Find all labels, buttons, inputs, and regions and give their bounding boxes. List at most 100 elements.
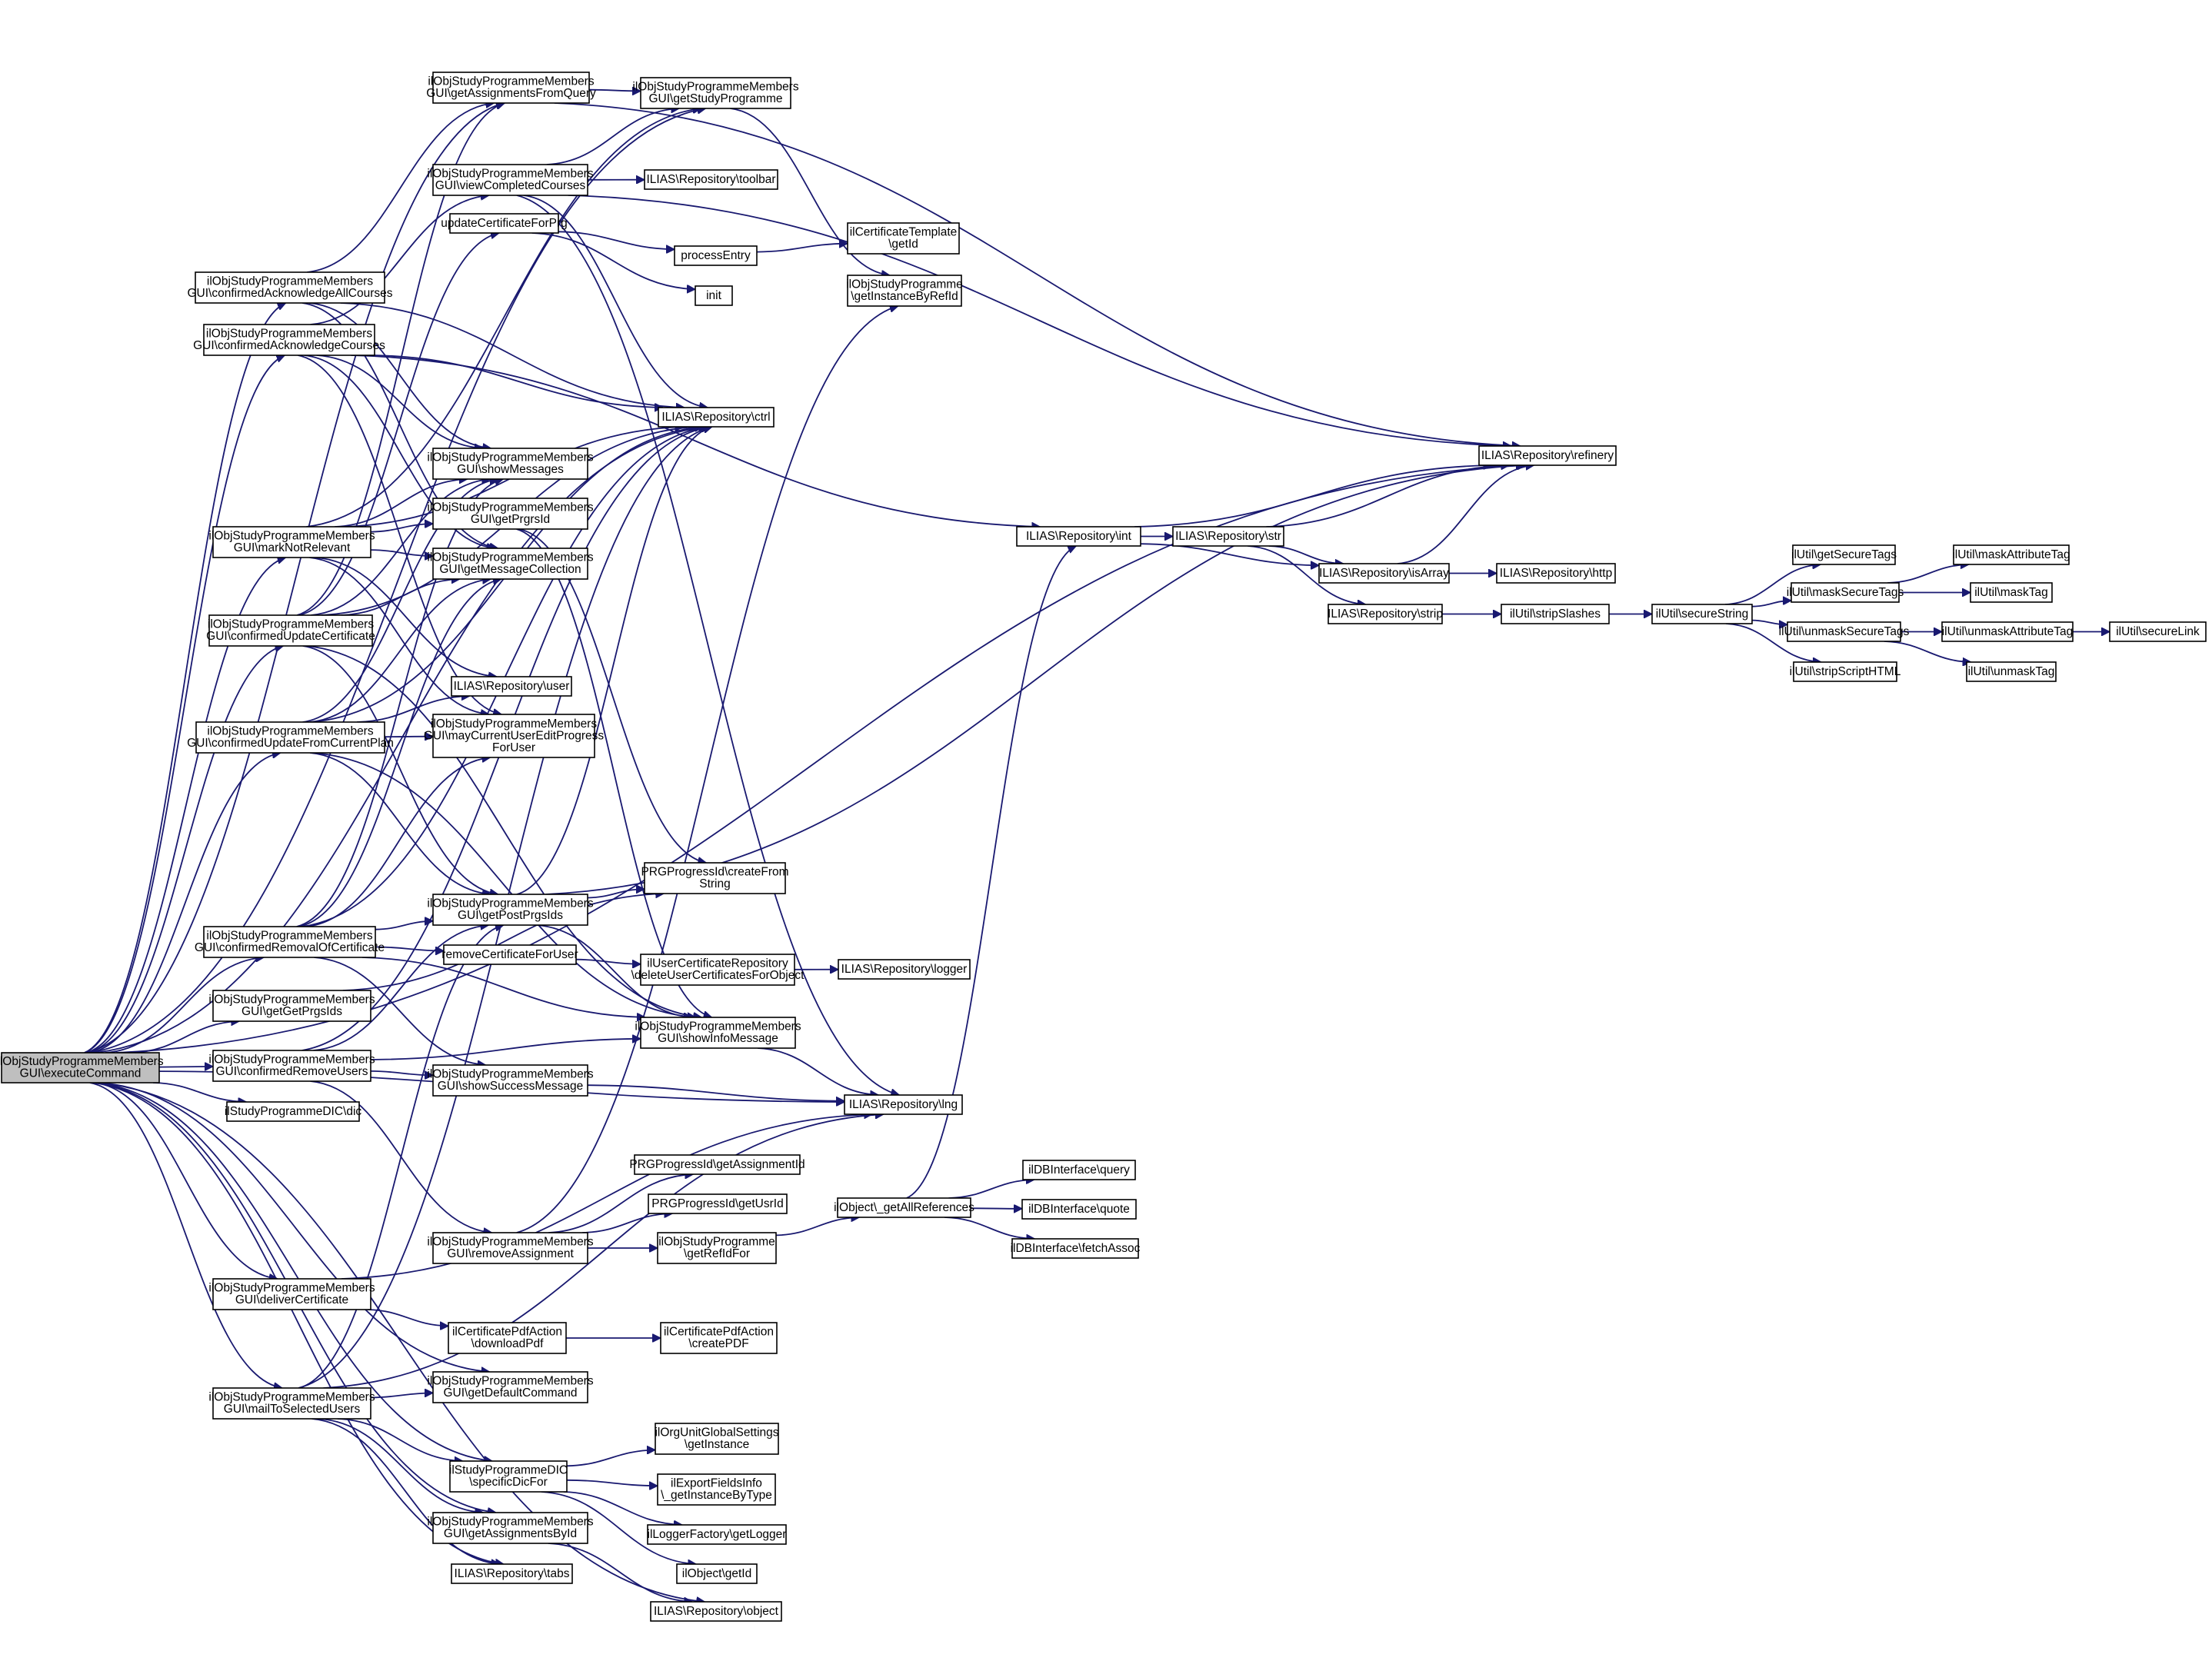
edge-removeAssignment-to-getInstanceByRefId (516, 306, 898, 1233)
node-label: ilUtil\stripSlashes (1510, 607, 1601, 621)
node-label: GUI\markNotRelevant (234, 541, 351, 554)
node-unmaskTag[interactable]: ilUtil\unmaskTag (1966, 661, 2057, 682)
node-label: ilObject\_getAllReferences (834, 1201, 974, 1214)
node-removeCertificateForUser[interactable]: removeCertificateForUser (441, 944, 578, 965)
node-viewCompletedCourses[interactable]: ilObjStudyProgrammeMembersGUI\viewComple… (427, 164, 594, 196)
node-secureLink[interactable]: ilUtil\secureLink (2109, 621, 2207, 642)
node-box (1787, 621, 1901, 642)
node-label: ILIAS\Repository\toolbar (646, 173, 775, 186)
node-user[interactable]: ILIAS\Repository\user (451, 676, 572, 697)
node-toolbar[interactable]: ILIAS\Repository\toolbar (644, 169, 778, 190)
edge-confirmedAcknowledgeCourses-to-viewCompletedCourses (310, 195, 489, 325)
edge-confirmedUpdateCertificate-to-showMessages (311, 479, 490, 616)
node-showSuccessMessage[interactable]: ilObjStudyProgrammeMembersGUI\showSucces… (427, 1064, 594, 1097)
node-maskAttributeTag[interactable]: ilUtil\maskAttributeTag (1952, 544, 2070, 565)
node-int[interactable]: ILIAS\Repository\int (1016, 526, 1141, 547)
node-updateCertificateForPrg[interactable]: updateCertificateForPrg (441, 213, 568, 234)
node-init[interactable]: init (695, 285, 733, 306)
node-logger[interactable]: ILIAS\Repository\logger (838, 959, 971, 980)
node-label: PRGProgressId\getUsrId (651, 1197, 783, 1210)
node-unmaskAttributeTag[interactable]: ilUtil\unmaskAttributeTag (1941, 621, 2074, 642)
edge-markNotRelevant-to-mayCurrentUserEditProgress (309, 557, 489, 714)
node-getGetPrgsIds[interactable]: ilObjStudyProgrammeMembersGUI\getGetPrgs… (208, 990, 375, 1022)
edge-getAssignmentsFromQuery-to-refinery (554, 102, 1521, 446)
node-label: ilObjStudyProgrammeMembers (206, 930, 372, 943)
node-box (644, 169, 778, 190)
node-stripSlashes[interactable]: ilUtil\stripSlashes (1501, 604, 1610, 624)
node-mailToSelectedUsers[interactable]: ilObjStudyProgrammeMembersGUI\mailToSele… (208, 1387, 375, 1420)
edge-specificDicFor-to-orgUnitGetInstance (566, 1450, 655, 1467)
node-object[interactable]: ILIAS\Repository\object (650, 1601, 782, 1622)
node-label: PRGProgressId\createFrom (641, 866, 788, 879)
node-getSecureTags[interactable]: ilUtil\getSecureTags (1791, 544, 1897, 565)
node-getStudyProgramme[interactable]: ilObjStudyProgrammeMembersGUI\getStudyPr… (632, 77, 799, 109)
node-createPDF[interactable]: ilCertificatePdfAction\createPDF (660, 1322, 778, 1354)
node-getInstanceByRefId[interactable]: ilObjStudyProgramme\getInstanceByRefId (846, 275, 963, 307)
node-root[interactable]: ilObjStudyProgrammeMembersGUI\executeCom… (0, 1052, 164, 1083)
node-removeAssignment[interactable]: ilObjStudyProgrammeMembersGUI\removeAssi… (427, 1232, 594, 1264)
node-downloadPdf[interactable]: ilCertificatePdfAction\downloadPdf (448, 1322, 567, 1354)
node-secureString[interactable]: ilUtil\secureString (1651, 604, 1753, 624)
node-unmaskSecureTags[interactable]: ilUtil\unmaskSecureTags (1779, 621, 1910, 642)
node-confirmedUpdateCertificate[interactable]: ilObjStudyProgrammeMembersGUI\confirmedU… (206, 614, 375, 647)
node-exportFieldsInfo[interactable]: ilExportFieldsInfo\_getInstanceByType (657, 1473, 776, 1506)
node-ctrl[interactable]: ILIAS\Repository\ctrl (658, 407, 775, 428)
node-specificDicFor[interactable]: ilStudyProgrammeDIC\specificDicFor (449, 1460, 568, 1493)
node-getPostPrgsIds[interactable]: ilObjStudyProgrammeMembersGUI\getPostPrg… (427, 894, 594, 926)
node-getRefIdFor[interactable]: ilObjStudyProgramme\getRefIdFor (657, 1232, 777, 1264)
node-getLogger[interactable]: ilLoggerFactory\getLogger (647, 1524, 787, 1545)
node-confirmedRemoveUsers[interactable]: ilObjStudyProgrammeMembersGUI\confirmedR… (208, 1050, 375, 1082)
node-getDefaultCommand[interactable]: ilObjStudyProgrammeMembersGUI\getDefault… (427, 1371, 594, 1403)
node-label: ILIAS\Repository\lng (849, 1098, 958, 1111)
node-deliverCertificate[interactable]: ilObjStudyProgrammeMembersGUI\deliverCer… (208, 1278, 375, 1310)
node-box (674, 245, 758, 266)
node-markNotRelevant[interactable]: ilObjStudyProgrammeMembersGUI\markNotRel… (208, 526, 375, 558)
node-getAssignmentsById[interactable]: ilObjStudyProgrammeMembersGUI\getAssignm… (427, 1512, 594, 1544)
node-getAllReferences[interactable]: ilObject\_getAllReferences (834, 1197, 974, 1218)
node-stripScriptHTML[interactable]: ilUtil\stripScriptHTML (1790, 661, 1901, 682)
node-getMessageCollection[interactable]: ilObjStudyProgrammeMembersGUI\getMessage… (427, 548, 594, 580)
node-certTemplateGetId[interactable]: ilCertificateTemplate\getId (847, 222, 960, 255)
node-isArray[interactable]: ILIAS\Repository\isArray (1318, 563, 1450, 584)
node-deleteUserCertificatesForObject[interactable]: ilUserCertificateRepository\deleteUserCe… (631, 954, 805, 986)
node-http[interactable]: ILIAS\Repository\http (1496, 563, 1616, 584)
node-box (676, 1563, 758, 1584)
node-label: ilUtil\secureString (1656, 607, 1749, 621)
node-showInfoMessage[interactable]: ilObjStudyProgrammeMembersGUI\showInfoMe… (635, 1017, 801, 1049)
node-str[interactable]: ILIAS\Repository\str (1172, 526, 1284, 547)
node-dic[interactable]: ilStudyProgrammeDIC\dic (225, 1101, 362, 1122)
node-confirmedRemovalOfCertificate[interactable]: ilObjStudyProgrammeMembersGUI\confirmedR… (195, 926, 385, 958)
node-strip[interactable]: ILIAS\Repository\strip (1328, 604, 1443, 624)
node-getAssignmentId[interactable]: PRGProgressId\getAssignmentId (629, 1154, 805, 1175)
node-getAssignmentsFromQuery[interactable]: ilObjStudyProgrammeMembersGUI\getAssignm… (426, 72, 596, 104)
node-processEntry[interactable]: processEntry (674, 245, 758, 266)
node-confirmedUpdateFromCurrentPlan[interactable]: ilObjStudyProgrammeMembersGUI\confirmedU… (187, 721, 394, 754)
node-label: GUI\showMessages (457, 463, 564, 476)
node-maskTag[interactable]: ilUtil\maskTag (1970, 582, 2053, 603)
node-label: ilObjStudyProgrammeMembers (427, 1516, 593, 1529)
node-tabs[interactable]: ILIAS\Repository\tabs (451, 1563, 573, 1584)
node-label: ilObjStudyProgrammeMembers (207, 275, 373, 288)
node-orgUnitGetInstance[interactable]: ilOrgUnitGlobalSettings\getInstance (655, 1423, 779, 1455)
node-dbQuery[interactable]: ilDBInterface\query (1022, 1160, 1136, 1180)
node-layer: ilObjStudyProgrammeMembersGUI\executeCom… (0, 72, 2207, 1622)
node-box (432, 1512, 588, 1544)
node-maskSecureTags[interactable]: ilUtil\maskSecureTags (1787, 582, 1904, 603)
node-box (432, 714, 595, 758)
node-confirmedAcknowledgeAllCourses[interactable]: ilObjStudyProgrammeMembersGUI\confirmedA… (187, 271, 393, 304)
node-dbQuote[interactable]: ilDBInterface\quote (1021, 1199, 1137, 1220)
node-getUsrId[interactable]: PRGProgressId\getUsrId (648, 1193, 788, 1214)
node-showMessages[interactable]: ilObjStudyProgrammeMembersGUI\showMessag… (427, 448, 594, 480)
node-label: ilUtil\stripScriptHTML (1790, 665, 1901, 678)
edge-root-to-confirmedUpdateCertificate (87, 646, 284, 1054)
node-dbFetchAssoc[interactable]: ilDBInterface\fetchAssoc (1011, 1238, 1141, 1259)
edge-confirmedUpdateFromCurrentPlan-to-getMessageCollection (309, 579, 491, 723)
node-objectGetId[interactable]: ilObject\getId (676, 1563, 758, 1584)
edge-viewCompletedCourses-to-ctrl (523, 195, 708, 408)
node-confirmedAcknowledgeCourses[interactable]: ilObjStudyProgrammeMembersGUI\confirmedA… (193, 324, 385, 356)
node-refinery[interactable]: ILIAS\Repository\refinery (1478, 445, 1617, 466)
node-lng[interactable]: ILIAS\Repository\lng (844, 1094, 963, 1115)
node-mayCurrentUserEditProgress[interactable]: ilObjStudyProgrammeMembersGUI\mayCurrent… (424, 714, 605, 758)
